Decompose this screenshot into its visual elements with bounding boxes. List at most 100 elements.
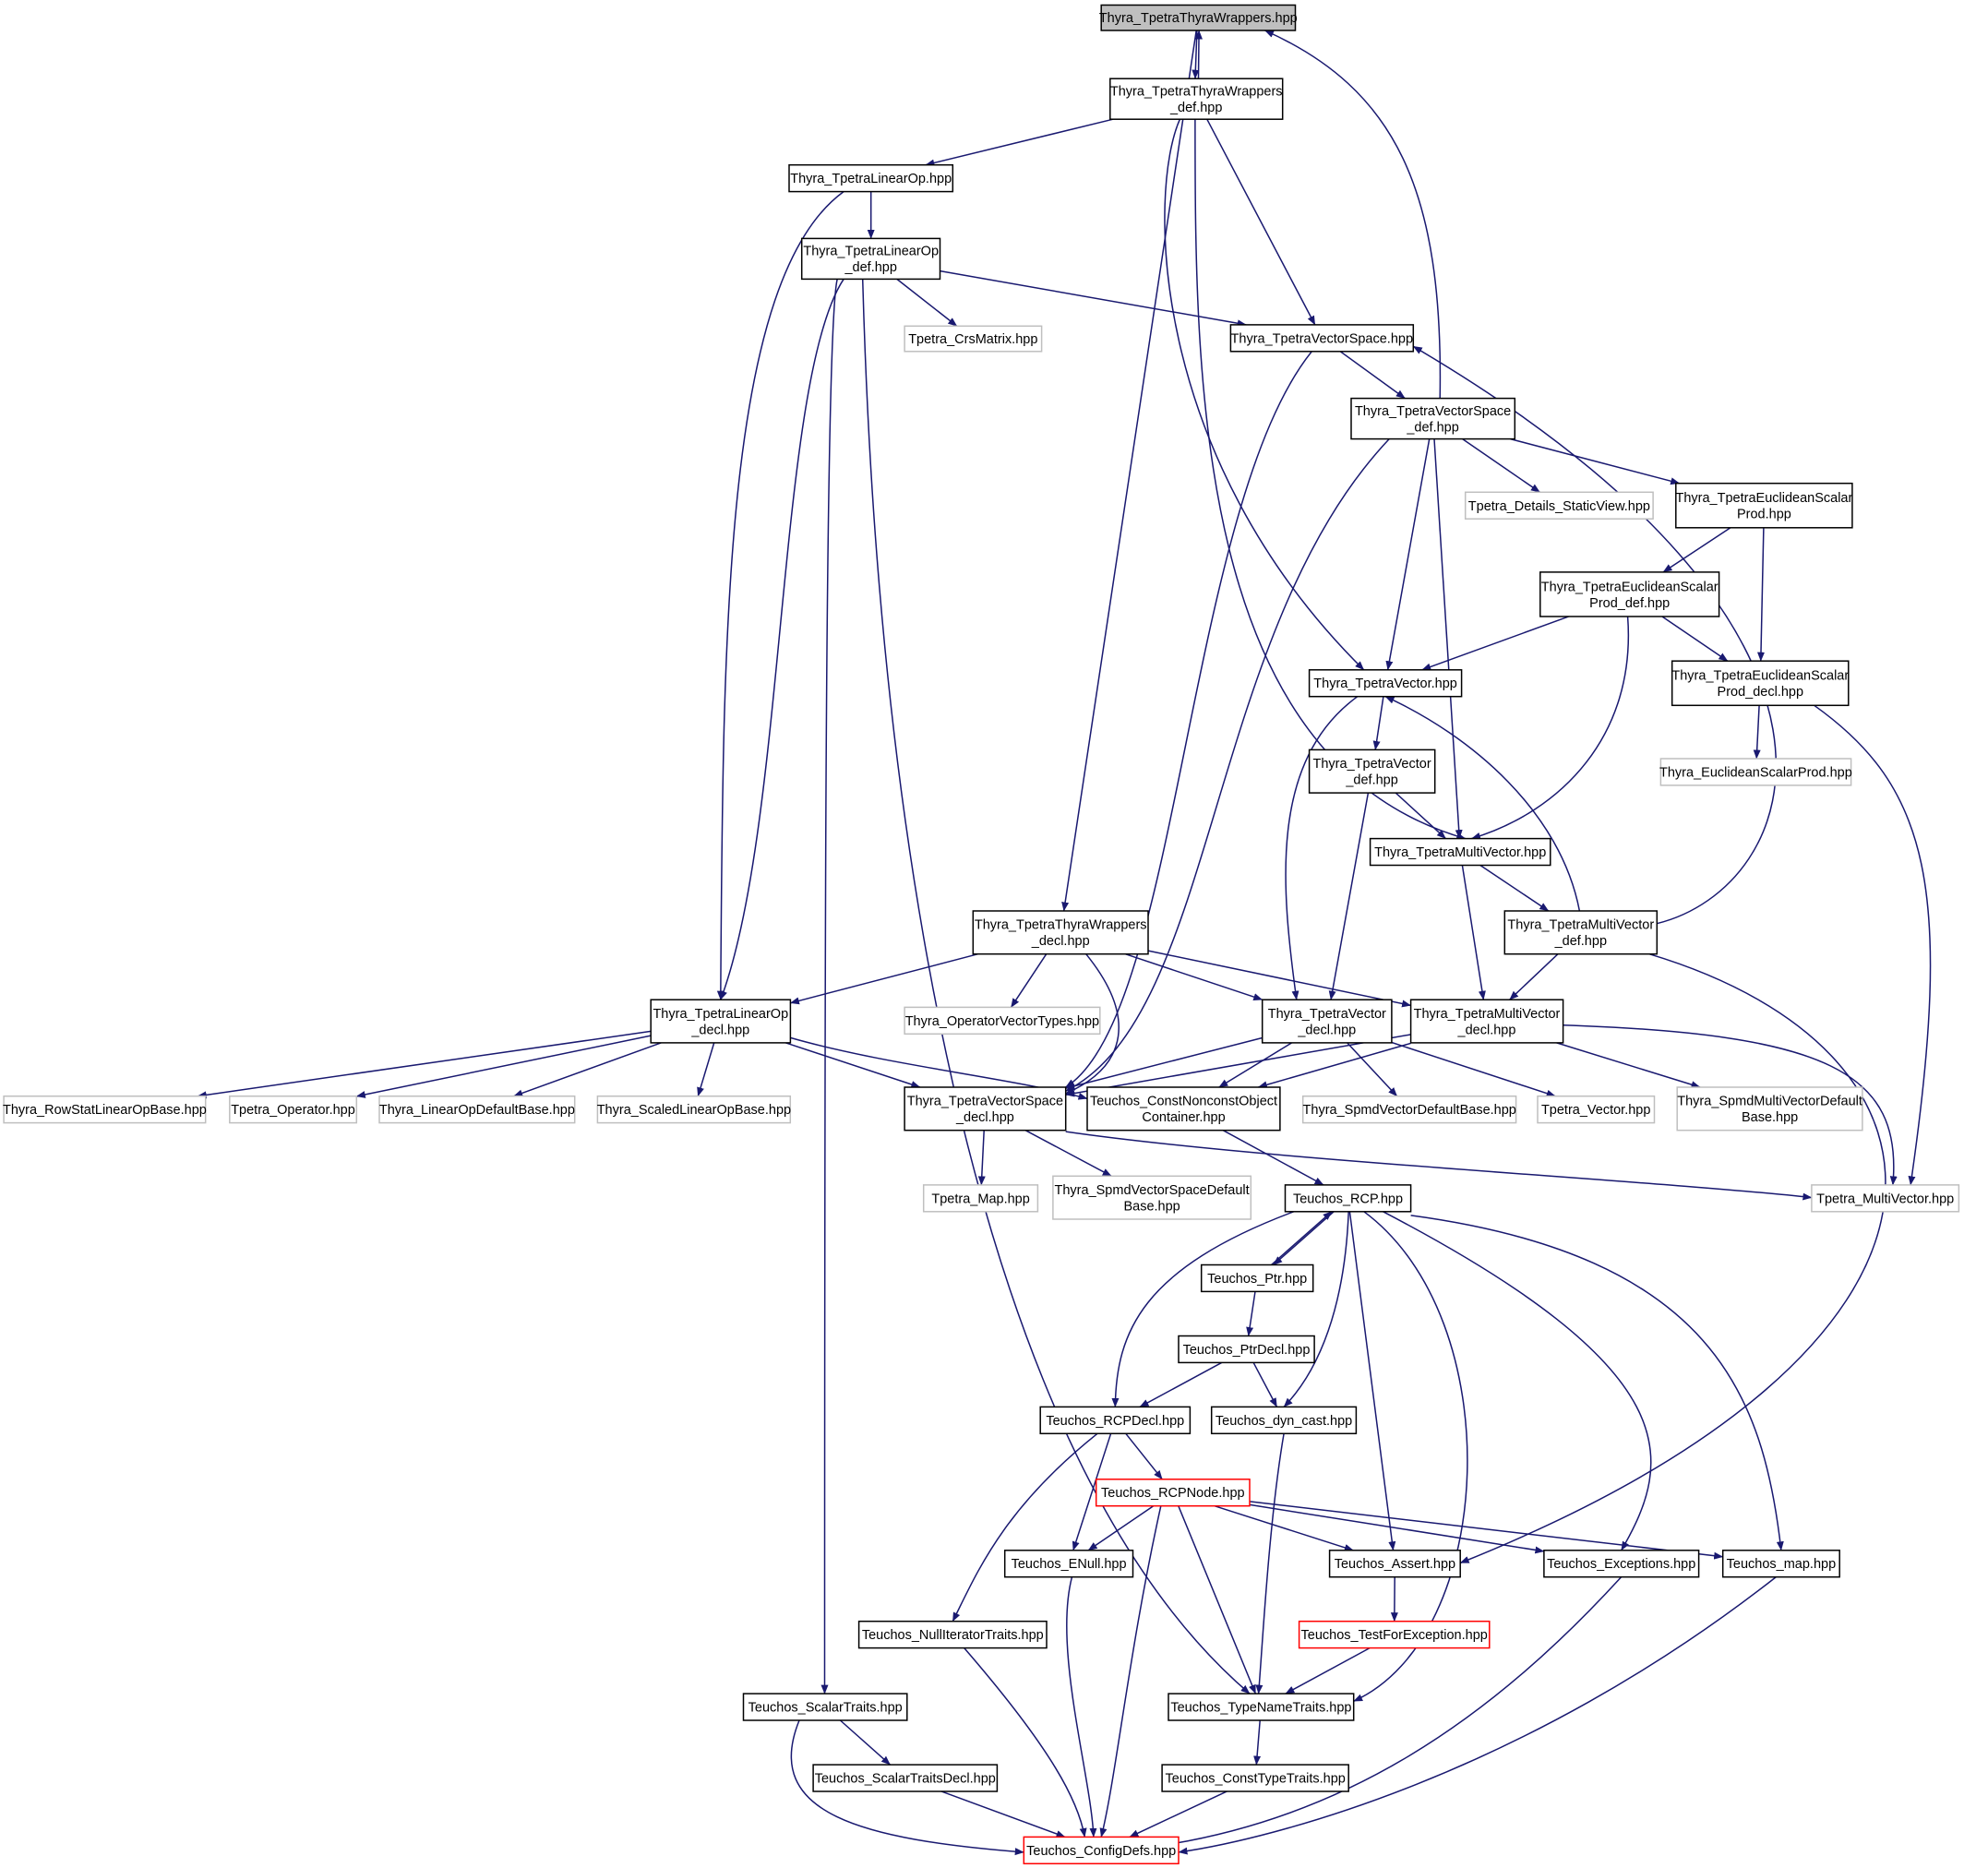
node-tpetra_operator[interactable]: Tpetra_Operator.hpp (229, 1095, 358, 1124)
edge-vector_decl-to-tpetra_vector (1391, 1041, 1556, 1097)
node-label: Thyra_TpetraLinearOp (803, 245, 939, 259)
node-box (1369, 837, 1551, 867)
node-rowstat[interactable]: Thyra_RowStatLinearOpBase.hpp (3, 1095, 207, 1124)
node-box (1721, 1550, 1840, 1578)
node-label: Thyra_TpetraEuclideanScalar (1675, 491, 1852, 506)
node-teuchos_rcp[interactable]: Teuchos_RCP.hpp (1284, 1184, 1412, 1213)
node-box (1409, 999, 1564, 1044)
edge-multivector_def-to-teuchos_assert (1459, 952, 1886, 1564)
node-label: Teuchos_ConfigDefs.hpp (1026, 1844, 1176, 1859)
node-root[interactable]: Thyra_TpetraThyraWrappers.hpp (1099, 4, 1298, 31)
edge-teuchos_rcpdecl-to-teuchos_rcpnode (1125, 1432, 1163, 1480)
node-crsmatrix[interactable]: Tpetra_CrsMatrix.hpp (904, 325, 1043, 353)
node-label: Teuchos_RCPNode.hpp (1101, 1486, 1245, 1501)
node-label: Thyra_LinearOpDefaultBase.hpp (379, 1103, 575, 1118)
node-linearop_def[interactable]: Thyra_TpetraLinearOp_def.hpp (800, 237, 941, 281)
node-operatorvectortypes[interactable]: Thyra_OperatorVectorTypes.hpp (904, 1006, 1101, 1036)
node-wrappers_decl[interactable]: Thyra_TpetraThyraWrappers_decl.hpp (972, 910, 1149, 955)
node-box (3, 1095, 207, 1124)
node-box (596, 1095, 792, 1124)
edge-teuchos_rcpnode-to-teuchos_exceptions (1249, 1503, 1545, 1554)
edge-esp-to-esp_decl (1757, 527, 1766, 662)
node-teuchos_enull[interactable]: Teuchos_ENull.hpp (1003, 1550, 1134, 1578)
node-tpetra_multivector[interactable]: Tpetra_MultiVector.hpp (1811, 1184, 1960, 1213)
node-label: Thyra_TpetraVectorSpace (1355, 404, 1511, 419)
edge-linearop_decl-to-scaledlinearop (697, 1042, 715, 1097)
node-multivector_def[interactable]: Thyra_TpetraMultiVector_def.hpp (1503, 910, 1659, 955)
node-label: Prod_decl.hpp (1718, 685, 1804, 700)
node-teuchos_assert[interactable]: Teuchos_Assert.hpp (1328, 1550, 1461, 1578)
edge-multivector_def-to-multivector_decl (1509, 953, 1559, 1000)
edge-teuchos_rcp-to-teuchos_dyncast (1283, 1211, 1349, 1407)
edge-vectorspace_decl-to-tpetra_map (977, 1130, 986, 1186)
node-multivector[interactable]: Thyra_TpetraMultiVector.hpp (1369, 837, 1551, 867)
node-vectorspace_def[interactable]: Thyra_TpetraVectorSpace_def.hpp (1350, 397, 1516, 440)
node-linearopdefaultbase[interactable]: Thyra_LinearOpDefaultBase.hpp (378, 1095, 576, 1124)
node-spmdvectordefault[interactable]: Thyra_SpmdVectorDefaultBase.hpp (1301, 1095, 1517, 1124)
node-euclideansp[interactable]: Thyra_EuclideanScalarProd.hpp (1659, 758, 1852, 786)
node-vector_def[interactable]: Thyra_TpetraVector_def.hpp (1308, 748, 1436, 794)
node-linearop_decl[interactable]: Thyra_TpetraLinearOp_decl.hpp (650, 999, 792, 1044)
node-teuchos_scalartraitsdecl[interactable]: Teuchos_ScalarTraitsDecl.hpp (812, 1764, 999, 1792)
node-box (1537, 1095, 1656, 1124)
edge-wrappers_decl-to-linearop_decl (789, 952, 978, 1005)
node-teuchos_dyncast[interactable]: Teuchos_dyn_cast.hpp (1210, 1406, 1358, 1435)
node-tpetra_vector[interactable]: Tpetra_Vector.hpp (1537, 1095, 1656, 1124)
node-teuchos_scalartraits[interactable]: Teuchos_ScalarTraits.hpp (742, 1693, 908, 1721)
node-box (1676, 1086, 1863, 1132)
edge-multivector_decl-to-tpetra_multivector (1563, 1024, 1898, 1186)
node-box (922, 1184, 1039, 1213)
node-box (904, 1006, 1101, 1036)
edge-vector_decl-to-constnonconst (1218, 1042, 1292, 1088)
node-teuchos_typenametraits[interactable]: Teuchos_TypeNameTraits.hpp (1168, 1693, 1355, 1721)
edge-teuchos_testforexc-to-teuchos_typenametraits (1285, 1646, 1371, 1694)
edge-multivector_def-to-vector (1384, 696, 1581, 912)
node-tpetra_map[interactable]: Tpetra_Map.hpp (922, 1184, 1039, 1213)
node-teuchos_rcpdecl[interactable]: Teuchos_RCPDecl.hpp (1039, 1406, 1192, 1435)
node-box (1308, 669, 1463, 698)
edge-esp_def-to-esp_decl (1661, 616, 1729, 662)
node-box (1200, 1263, 1314, 1293)
node-teuchos_configdefs[interactable]: Teuchos_ConfigDefs.hpp (1023, 1836, 1180, 1865)
edge-linearop_def-to-crsmatrix (896, 278, 958, 327)
node-box (1229, 324, 1415, 353)
node-vectorspace_decl[interactable]: Thyra_TpetraVectorSpace_decl.hpp (904, 1086, 1067, 1132)
node-label: Tpetra_MultiVector.hpp (1816, 1191, 1954, 1206)
edge-vectorspace_def-to-vector (1385, 438, 1431, 671)
node-label: Prod.hpp (1737, 508, 1791, 522)
node-teuchos_nulliter[interactable]: Teuchos_NullIteratorTraits.hpp (857, 1620, 1048, 1649)
node-vector[interactable]: Thyra_TpetraVector.hpp (1308, 669, 1463, 698)
edge-esp_decl-to-euclideansp (1753, 705, 1761, 760)
node-wrappers_def[interactable]: Thyra_TpetraThyraWrappers_def.hpp (1109, 78, 1284, 120)
node-teuchos_exceptions[interactable]: Teuchos_Exceptions.hpp (1543, 1550, 1700, 1578)
node-teuchos_consttypetraits[interactable]: Teuchos_ConstTypeTraits.hpp (1161, 1764, 1349, 1792)
node-label: Teuchos_ConstNonconstObject (1090, 1095, 1277, 1109)
edge-vectorspace_def-to-esp (1510, 437, 1681, 485)
node-vectorspace[interactable]: Thyra_TpetraVectorSpace.hpp (1229, 324, 1415, 353)
node-linearop[interactable]: Thyra_TpetraLinearOp.hpp (788, 163, 954, 193)
node-label: Thyra_TpetraLinearOp.hpp (790, 172, 952, 186)
edge-teuchos_exceptions-to-teuchos_configdefs (1128, 1576, 1623, 1853)
edge-teuchos_rcpnode-to-teuchos_enull (1087, 1505, 1155, 1551)
node-teuchos_testforexc[interactable]: Teuchos_TestForException.hpp (1298, 1620, 1491, 1649)
node-box (1003, 1550, 1134, 1578)
node-teuchos_ptrdecl[interactable]: Teuchos_PtrDecl.hpp (1178, 1335, 1315, 1364)
node-staticview[interactable]: Tpetra_Details_StaticView.hpp (1464, 491, 1654, 520)
node-label: Tpetra_Operator.hpp (231, 1103, 355, 1118)
edge-teuchos_rcpnode-to-teuchos_map (1249, 1501, 1724, 1560)
node-teuchos_ptr[interactable]: Teuchos_Ptr.hpp (1200, 1263, 1314, 1293)
node-teuchos_rcpnode[interactable]: Teuchos_RCPNode.hpp (1095, 1479, 1251, 1507)
node-box (1086, 1086, 1281, 1132)
node-scaledlinearop[interactable]: Thyra_ScaledLinearOpBase.hpp (596, 1095, 792, 1124)
node-label: Teuchos_NullIteratorTraits.hpp (862, 1628, 1044, 1643)
node-multivector_decl[interactable]: Thyra_TpetraMultiVector_decl.hpp (1409, 999, 1564, 1044)
node-box (229, 1095, 358, 1124)
node-vector_decl[interactable]: Thyra_TpetraVector_decl.hpp (1261, 999, 1393, 1044)
node-teuchos_map[interactable]: Teuchos_map.hpp (1721, 1550, 1840, 1578)
